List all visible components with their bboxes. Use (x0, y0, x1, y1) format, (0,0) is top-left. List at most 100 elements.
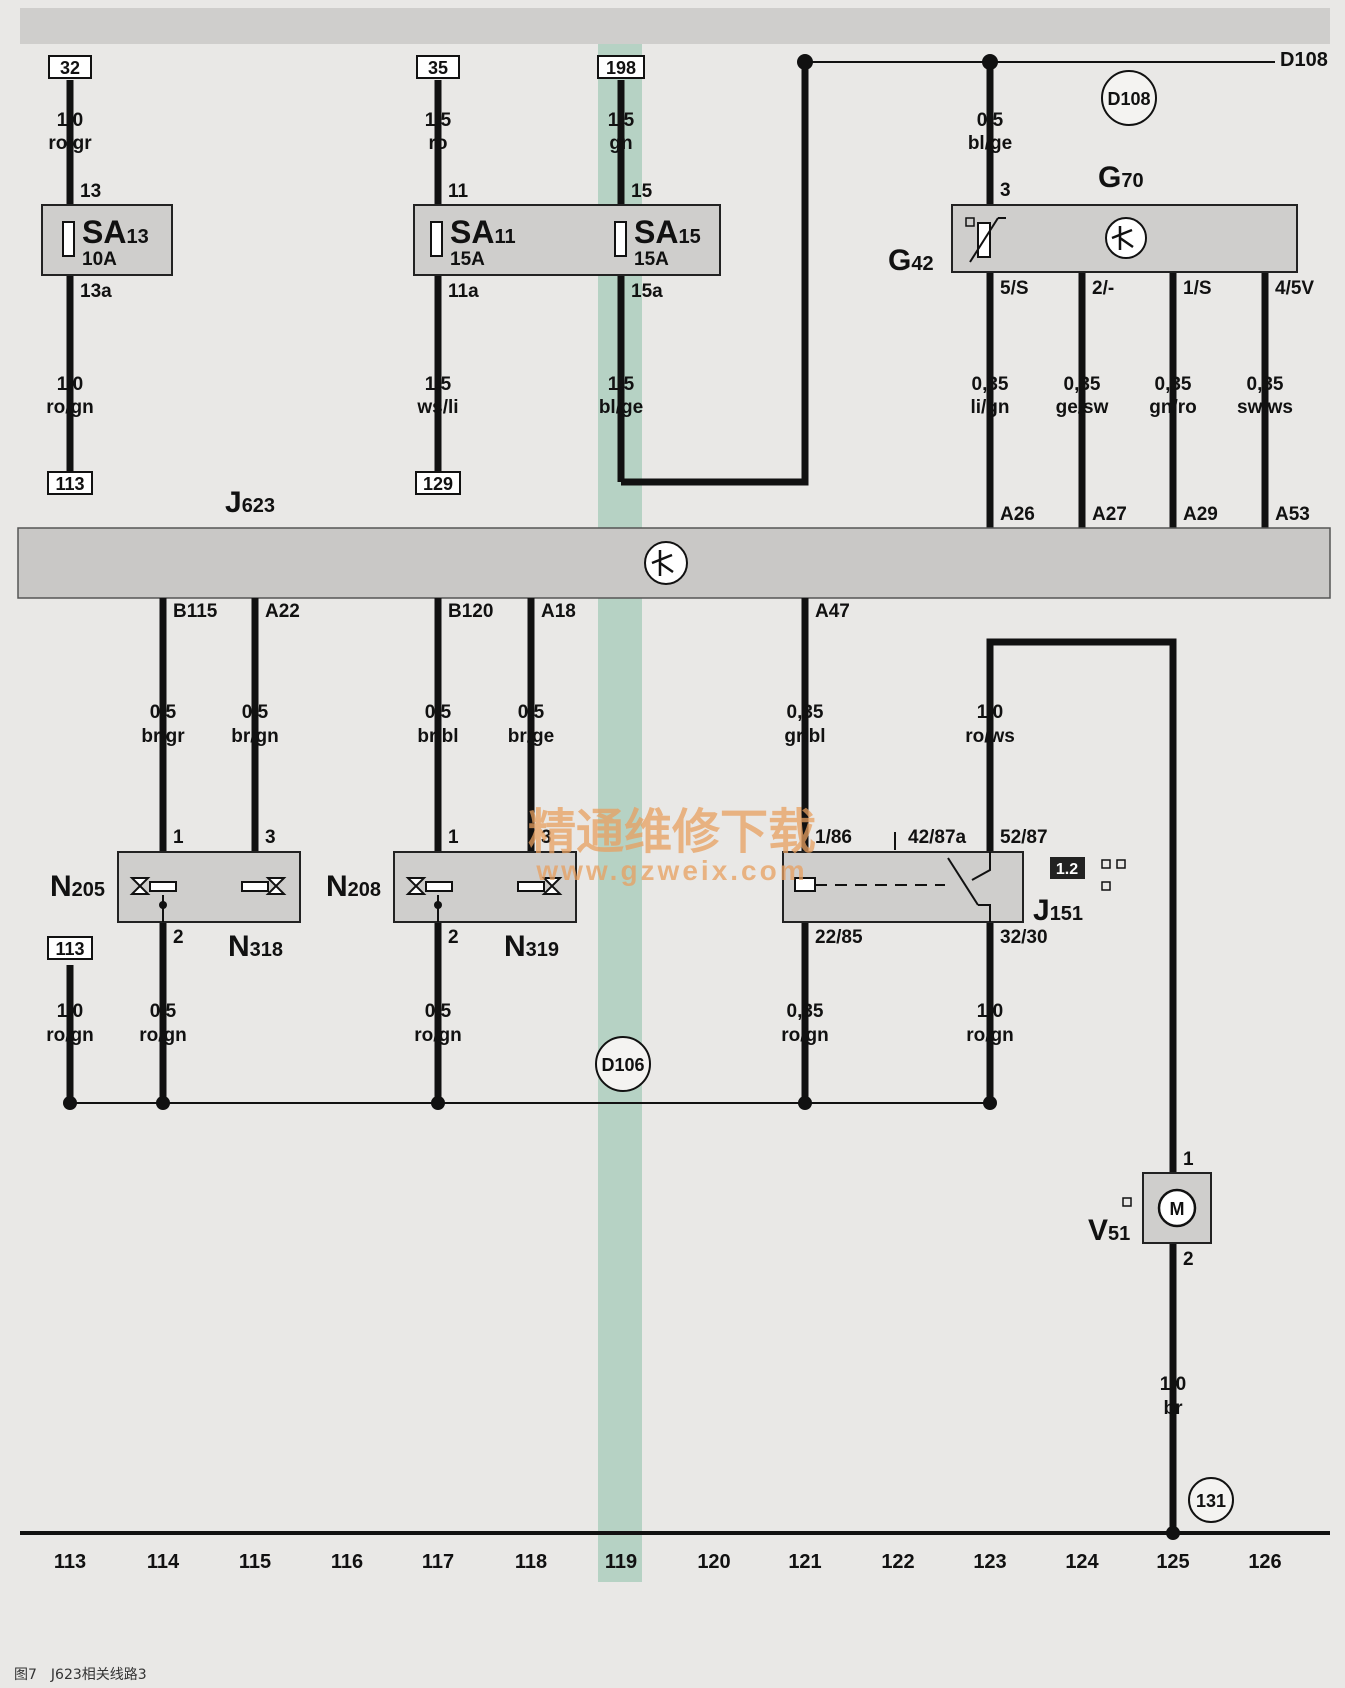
wire-size: 0,35 (1064, 374, 1101, 395)
wire-color: ro/gn (46, 1025, 94, 1046)
g70-pin-3b: 4/5V (1275, 278, 1314, 299)
wire-color: bl/ge (599, 397, 643, 418)
wire-size: 1,5 (608, 374, 635, 395)
valve-pin: 3 (265, 827, 276, 848)
valve-pin: 2 (448, 927, 459, 948)
j623-pin-a26: A26 (1000, 504, 1035, 525)
j623-pin-a47: A47 (815, 601, 850, 622)
wire-size: 0,5 (425, 702, 452, 723)
wire-color: bl/ge (968, 133, 1012, 154)
valve-pin: 2 (173, 927, 184, 948)
fuse-rating: 15A (450, 249, 485, 270)
wire-size: 1,5 (608, 110, 635, 131)
column-numbers: 113 114 115 116 117 118 119 120 121 122 … (54, 1551, 1282, 1573)
wire-size: 1,5 (425, 110, 452, 131)
wire-size: 0,5 (242, 702, 269, 723)
wire-color: br/bl (417, 726, 458, 747)
g70-sub: 70 (1121, 170, 1143, 192)
column-number: 113 (54, 1551, 86, 1573)
valve-n205-n318: N205 N318 1 3 2 (50, 827, 301, 963)
fuse-sa11-sa15: SA11 15A SA15 15A 11 11a 15 15a (413, 181, 721, 302)
fuse-name: SA (82, 214, 126, 250)
wire-color: ro (429, 133, 448, 154)
j623-pin-a18: A18 (541, 601, 576, 622)
junction-dot (1166, 1526, 1180, 1540)
svg-text:N208: N208 (326, 870, 381, 903)
ref-box-35 (416, 55, 460, 79)
svg-text:V51: V51 (1088, 1214, 1130, 1247)
fuse-sub: 13 (126, 226, 148, 248)
valve-pin: 3 (541, 827, 552, 848)
wire-labels-lower: 0,5 br/gr 0,5 br/gn 0,5 br/bl 0,5 br/ge … (46, 702, 1186, 1419)
j623-pin-b120: B120 (448, 601, 493, 622)
svg-text:SA13: SA13 (82, 214, 149, 250)
wire-size: 0,5 (150, 1001, 177, 1022)
g70-pin-2: 1/S (1183, 278, 1212, 299)
fuse-pin-in: 11 (448, 181, 469, 202)
junction-dot (797, 54, 813, 70)
g70-pin-3: 3 (1000, 180, 1011, 201)
wire-color: ws/li (416, 397, 458, 418)
v51-pin: 1 (1183, 1149, 1194, 1170)
column-number: 122 (881, 1551, 914, 1573)
svg-text:N318: N318 (228, 930, 283, 963)
wire-color: ro/gn (139, 1025, 187, 1046)
wire-color: ro/gr (48, 133, 92, 154)
g70-pin-1: 2/- (1092, 278, 1114, 299)
relay-j151: 1.2 J151 1/86 22/85 42/87a 52/87 32/30 (782, 827, 1126, 948)
wire-size: 0,35 (1155, 374, 1192, 395)
ref-label-129: 129 (423, 474, 453, 494)
fuse-sub: 15 (678, 226, 700, 248)
ref-box-32 (48, 55, 92, 79)
g42-sub: 42 (911, 253, 933, 275)
wire-size: 0,35 (787, 1001, 824, 1022)
wire-size: 0,5 (977, 110, 1004, 131)
wire-size: 1,0 (1160, 1374, 1186, 1395)
valve-pin: 1 (173, 827, 184, 848)
ref-box-198 (597, 55, 645, 79)
svg-text:J151: J151 (1033, 894, 1083, 927)
ground-label-d108: D108 (1107, 89, 1150, 109)
ref-box-113-top (47, 471, 93, 495)
column-number: 120 (697, 1551, 730, 1573)
v51-sub: 51 (1108, 1223, 1130, 1245)
wire-size: 0,5 (425, 1001, 452, 1022)
wire-size: 1,0 (57, 110, 83, 131)
column-number: 115 (239, 1551, 271, 1573)
wire-color: br/ge (508, 726, 554, 747)
wire-size: 1,0 (57, 374, 83, 395)
wire-color: br (1164, 1398, 1184, 1419)
wires-top (66, 58, 1269, 530)
j623-pin-a27: A27 (1092, 504, 1127, 525)
wire-size: 0,35 (1247, 374, 1284, 395)
column-number: 126 (1248, 1551, 1281, 1573)
j151-badge: 1.2 (1056, 861, 1078, 878)
wire-color: gn/ro (1149, 397, 1197, 418)
watermark-url: www.gzweix.com (535, 855, 807, 886)
fuse-rating: 15A (634, 249, 669, 270)
svg-text:N205: N205 (50, 870, 105, 903)
wire-labels-top: 1,0 ro/gr 1,5 ro 1,5 gn 1,0 ro/gn 1,5 ws… (46, 110, 1293, 418)
figure-caption: 图7 J623相关线路3 (14, 1667, 147, 1683)
wire-size: 0,35 (972, 374, 1009, 395)
column-number: 124 (1065, 1551, 1099, 1573)
ground-circle-d106 (595, 1036, 651, 1092)
n318-name: N (228, 930, 250, 963)
svg-text:G42: G42 (888, 244, 934, 277)
fuse-sa13: SA13 10A 13 13a (41, 181, 173, 302)
fuse-pin-in: 13 (80, 181, 101, 202)
fuse-name: SA (634, 214, 678, 250)
motor-v51: M V51 1 2 (1088, 1149, 1212, 1270)
ref-label-198: 198 (606, 58, 636, 78)
n319-name: N (504, 930, 526, 963)
column-number: 119 (605, 1551, 637, 1573)
wire-color: ro/gn (414, 1025, 462, 1046)
d108-bus-label: D108 (1280, 49, 1328, 71)
wire-size: 0,35 (787, 702, 824, 723)
n205-name: N (50, 870, 72, 903)
wire-color: ro/gn (966, 1025, 1014, 1046)
column-number: 114 (147, 1551, 180, 1573)
ground-circle-131 (1188, 1477, 1234, 1523)
svg-text:N319: N319 (504, 930, 559, 963)
j623-pin-a53: A53 (1275, 504, 1310, 525)
